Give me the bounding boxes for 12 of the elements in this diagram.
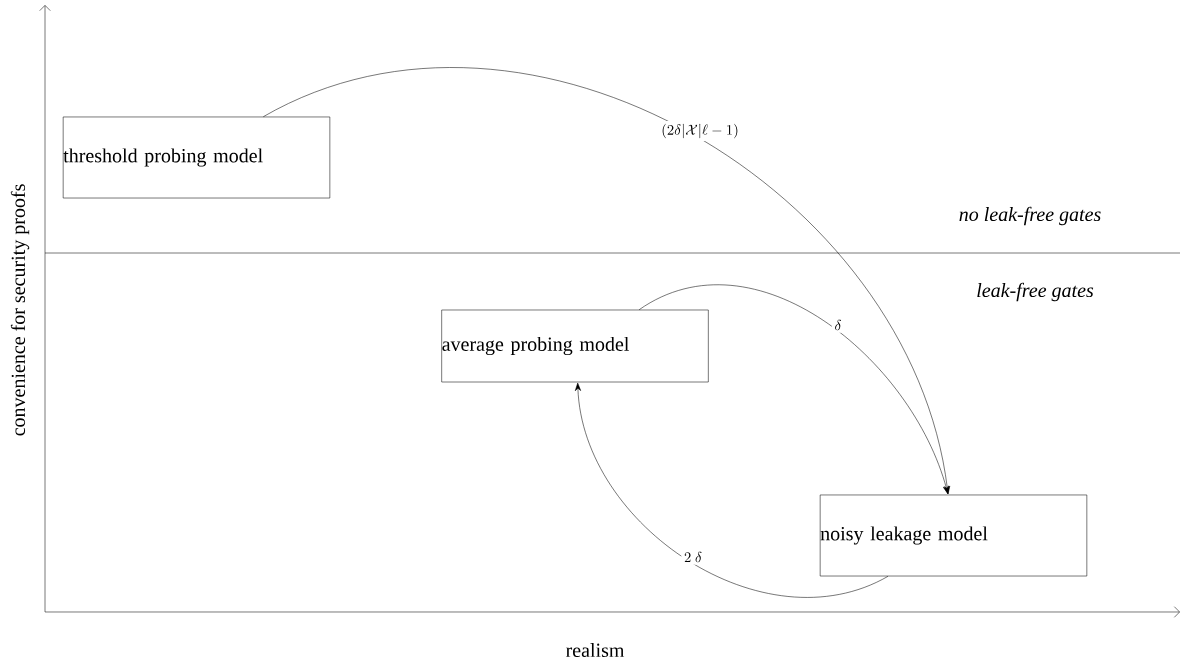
- region-label: no leak-free gates: [959, 206, 1101, 226]
- model-box: threshold probing model: [62, 116, 331, 199]
- model-box: noisy leakage model: [819, 494, 1088, 577]
- edge-label: $2\ \delta$: [681, 549, 705, 565]
- edge-label: $(2\delta|\mathcal{X}|\ell-1)$: [658, 121, 742, 141]
- arrow: [574, 382, 889, 598]
- model-box: average probing model: [441, 309, 709, 383]
- edge-label: $\delta$: [831, 317, 845, 333]
- axis-label: convenience for security proofs: [10, 184, 30, 436]
- arrow: [638, 285, 949, 495]
- axis-label: realism: [565, 643, 625, 658]
- region-label: leak-free gates: [977, 282, 1094, 302]
